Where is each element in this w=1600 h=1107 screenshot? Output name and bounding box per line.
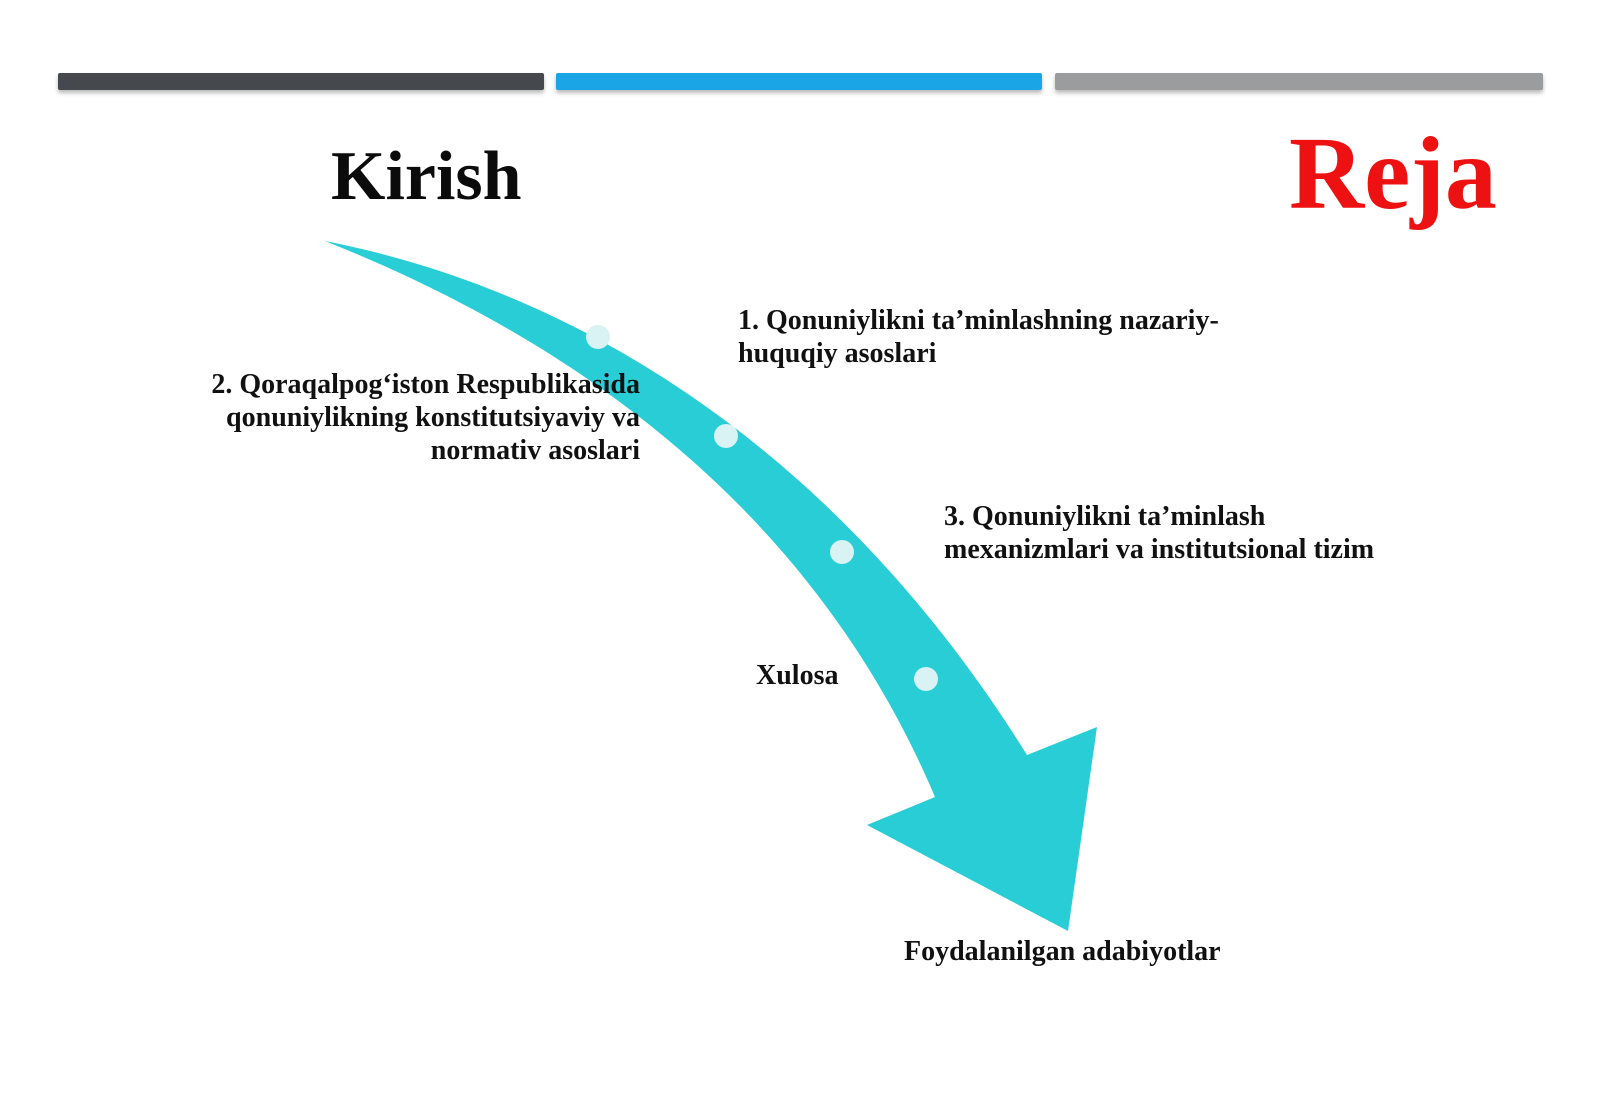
plan-item-references: Foydalanilgan adabiyotlar: [904, 936, 1221, 967]
plan-item-1: 1. Qonuniylikni ta’minlashning nazariy-h…: [738, 305, 1219, 369]
top-bar-dark: [58, 73, 544, 90]
timeline-dot-4: [914, 667, 938, 691]
heading-kirish: Kirish: [331, 138, 522, 215]
timeline-dot-1: [586, 325, 610, 349]
plan-item-conclusion: Xulosa: [756, 660, 839, 691]
heading-reja: Reja: [1289, 116, 1497, 231]
timeline-dot-3: [830, 540, 854, 564]
top-bar-blue: [556, 73, 1042, 90]
plan-item-2: 2. Qoraqalpog‘iston Respublikasida qonun…: [211, 369, 640, 466]
plan-item-3: 3. Qonuniylikni ta’minlash mexanizmlari …: [944, 501, 1375, 565]
curved-arrow: [325, 241, 1097, 931]
timeline-dot-2: [714, 424, 738, 448]
top-bar-grey: [1055, 73, 1543, 90]
